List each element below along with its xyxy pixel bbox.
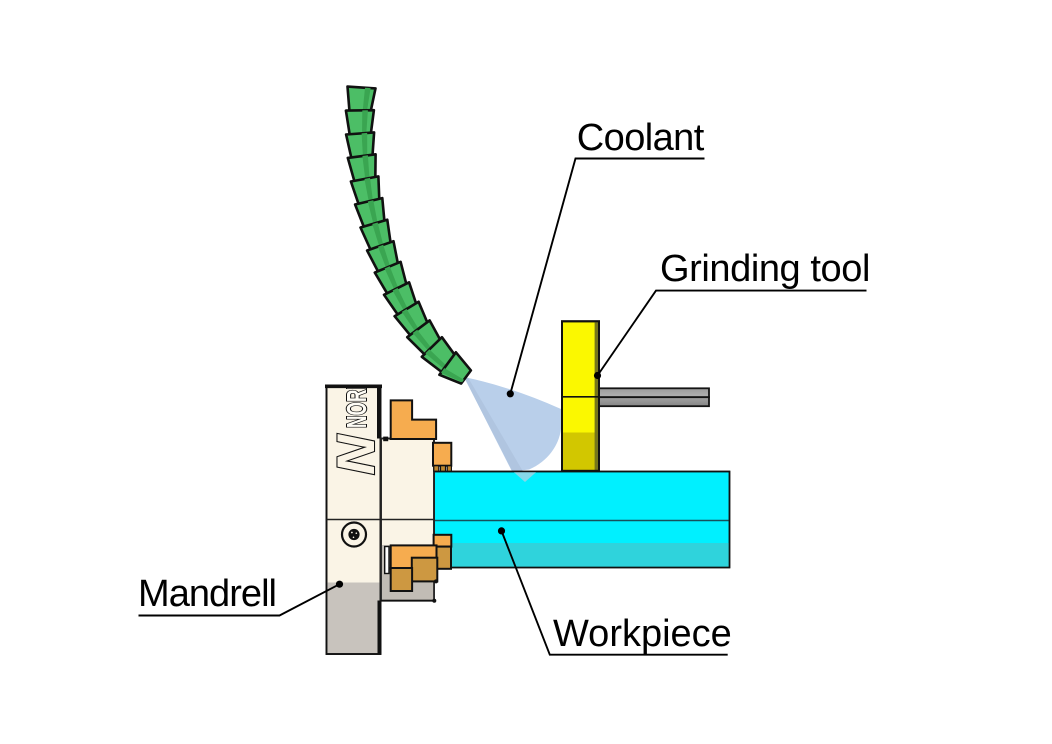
- svg-text:N: N: [327, 433, 386, 475]
- svg-text:Workpiece: Workpiece: [553, 613, 732, 655]
- svg-text:Mandrell: Mandrell: [138, 573, 277, 615]
- svg-text:Grinding tool: Grinding tool: [660, 248, 870, 290]
- svg-text:Coolant: Coolant: [577, 117, 705, 159]
- svg-text:NORD: NORD: [341, 377, 372, 428]
